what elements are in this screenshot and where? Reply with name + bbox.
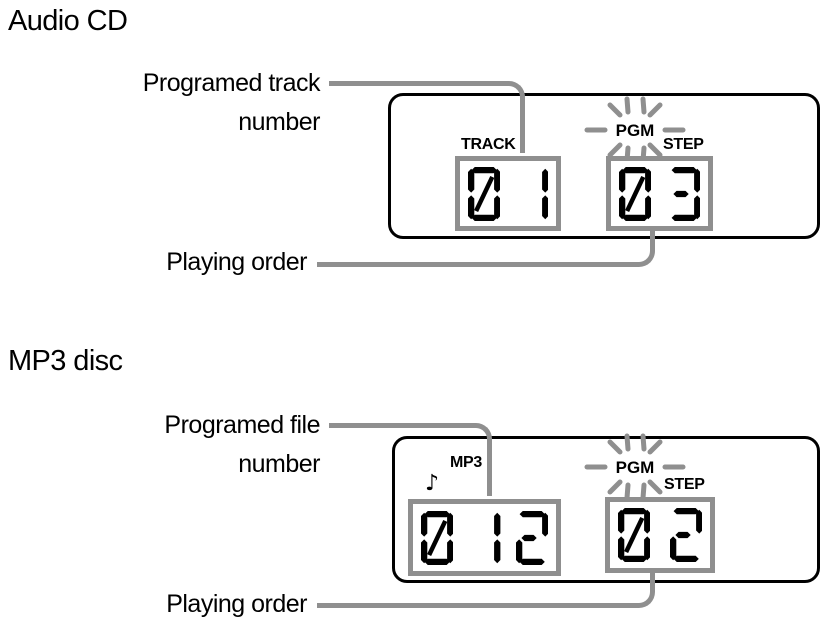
pgm-blink-icon: PGM [584,433,686,501]
mp3-label: MP3 [450,454,482,471]
seven-segment-digit [494,512,501,563]
seven-segment-digit [618,508,651,562]
programed-file-number-label: Programed file number [40,406,320,484]
callout-line-playing-order [317,568,655,608]
mp3-disc-heading: MP3 disc [8,345,123,377]
file-value-box [408,499,561,576]
programed-track-number-label: Programed track number [40,64,321,142]
seven-segment-digit [671,166,700,221]
music-note-icon: ♪ [425,471,440,496]
step-value-box [606,156,713,231]
pgm-indicator-text: PGM [616,121,655,140]
pgm-blink-icon: PGM [584,96,686,164]
mp3-disc-display: MP3 ♪ PGM STEP [392,433,820,583]
seven-segment-digit [421,510,454,565]
blink-rays-icon [584,433,686,501]
programed-file-number-label-line2: number [238,450,320,478]
programed-file-number-label-line1: Programed file [164,411,320,439]
playing-order-label: Playing order [166,248,307,276]
audio-cd-heading: Audio CD [8,5,128,37]
step-value-box [605,497,715,573]
track-label: TRACK [461,136,516,153]
pgm-indicator-text: PGM [616,458,655,477]
audio-cd-display: TRACK PGM STEP [388,93,820,239]
seven-segment-digit [669,508,702,562]
seven-segment-digit [619,166,652,221]
seven-segment-digit [468,166,501,221]
callout-line-track [329,81,525,153]
callout-line-playing-order [317,228,655,267]
seven-segment-digit [541,168,548,219]
blink-rays-icon [584,96,686,164]
programed-track-number-label-line2: number [238,108,320,136]
step-label: STEP [663,136,704,153]
callout-line-file [329,423,492,496]
programed-track-number-label-line1: Programed track [142,69,321,97]
seven-segment-digit [515,510,548,565]
track-value-box [455,156,561,231]
playing-order-label: Playing order [166,590,307,618]
step-label: STEP [664,476,705,493]
